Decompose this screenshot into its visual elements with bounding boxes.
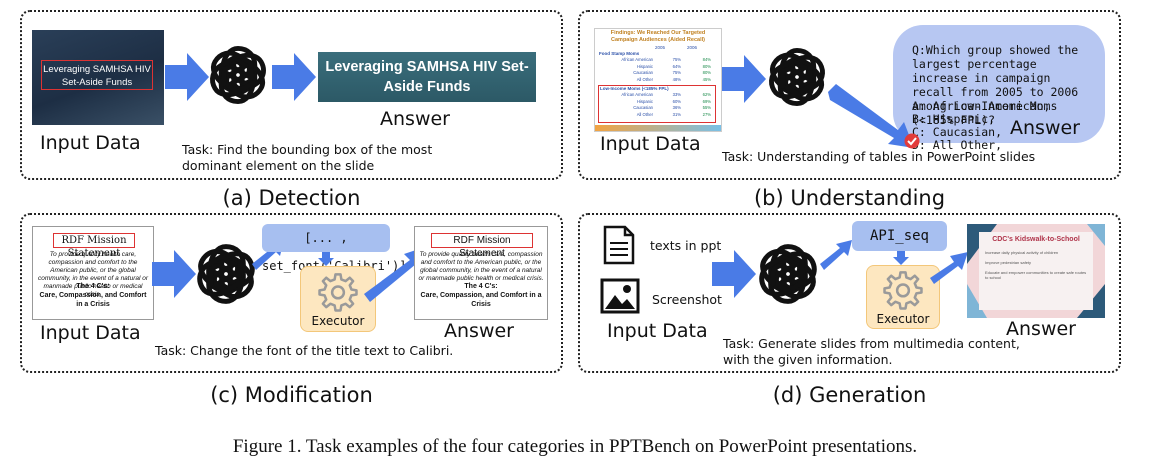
answer-title-text: Leveraging SAMHSA HIV Set-Aside Funds bbox=[325, 59, 529, 95]
slide-body-text: To provide quality health care, compassi… bbox=[37, 251, 149, 298]
arrow-down-icon bbox=[318, 252, 334, 266]
task-description: Task: Change the font of the title text … bbox=[155, 343, 454, 358]
caption-generation: (d) Generation bbox=[772, 383, 927, 407]
executor-label: Executor bbox=[311, 314, 365, 328]
arrow-right-icon bbox=[272, 53, 316, 101]
col-header: 2006 bbox=[687, 45, 698, 50]
answer-slide-thumbnail: CDC's Kidswalk-to-School Increase daily … bbox=[967, 224, 1105, 318]
table-slide-title: Findings: We Reached Our Targeted Campai… bbox=[610, 30, 706, 43]
text-input-label: texts in ppt bbox=[650, 238, 722, 253]
answer-label: Answer bbox=[380, 108, 450, 130]
figure-caption: Figure 1. Task examples of the four cate… bbox=[232, 436, 918, 457]
panel-understanding bbox=[578, 10, 1121, 180]
table-highlight-box bbox=[598, 85, 716, 123]
executor-label: Executor bbox=[876, 312, 930, 326]
answer-slide-thumbnail: RDF Mission Statement To provide quality… bbox=[414, 226, 548, 320]
slide-heading: The 4 C's: bbox=[76, 283, 110, 290]
slide-title-text: Leveraging SAMHSA HIV Set-Aside Funds bbox=[43, 64, 151, 88]
image-input-label: Screenshot bbox=[652, 292, 722, 307]
answer-slide-thumbnail: Leveraging SAMHSA HIV Set-Aside Funds bbox=[318, 52, 536, 102]
slide-bullet: Increase daily physical activity of chil… bbox=[985, 250, 1059, 255]
input-data-label: Input Data bbox=[600, 133, 701, 155]
arrow-diagonal-icon bbox=[828, 84, 914, 148]
table-slide-thumbnail: Findings: We Reached Our Targeted Campai… bbox=[594, 28, 722, 132]
arrow-up-right-icon bbox=[820, 240, 852, 270]
slide-title-highlight: Leveraging SAMHSA HIV Set-Aside Funds bbox=[41, 60, 153, 90]
input-data-label: Input Data bbox=[607, 320, 708, 342]
slide-bullet: Educate and empower communities to creat… bbox=[985, 270, 1087, 280]
check-icon bbox=[904, 133, 920, 149]
input-data-label: Input Data bbox=[40, 322, 141, 344]
task-description: Task: Understanding of tables in PowerPo… bbox=[722, 149, 1036, 164]
arrow-right-icon bbox=[152, 250, 196, 298]
arrow-down-icon bbox=[893, 251, 909, 265]
document-icon bbox=[603, 225, 635, 265]
arrow-up-right-icon bbox=[364, 246, 428, 302]
image-icon bbox=[600, 278, 640, 314]
slide-title-highlight: RDF Mission Statement bbox=[53, 233, 135, 259]
openai-logo-icon bbox=[752, 238, 824, 310]
arrow-right-icon bbox=[165, 53, 209, 101]
table-group-label: Food Stamp Moms bbox=[599, 51, 640, 56]
slide-subheading: Care, Compassion, and Comfort in a Crisi… bbox=[39, 292, 147, 308]
task-description: Task: Find the bounding box of the most … bbox=[182, 142, 433, 173]
col-header: 2005 bbox=[655, 45, 666, 50]
answer-label: Answer bbox=[1006, 318, 1076, 340]
panel-generation bbox=[578, 213, 1121, 373]
question-bubble bbox=[893, 25, 1105, 143]
arrow-up-right-icon bbox=[930, 252, 968, 284]
arrow-right-icon bbox=[712, 250, 756, 298]
openai-logo-icon bbox=[203, 40, 273, 110]
answer-label: Answer bbox=[1010, 117, 1080, 139]
slide-subheading: Care, Compassion, and Comfort in a Crisi… bbox=[420, 292, 542, 308]
caption-detection: (a) Detection bbox=[222, 186, 361, 210]
api-call-box: API_seq bbox=[852, 221, 947, 251]
executor-box: Executor bbox=[866, 265, 940, 329]
arrow-right-icon bbox=[722, 55, 766, 103]
panel-detection bbox=[20, 10, 563, 180]
question-text: Q:Which group showed the largest percent… bbox=[912, 43, 1079, 127]
caption-understanding: (b) Understanding bbox=[753, 186, 946, 210]
slide-bullet: Improve pedestrian safety bbox=[985, 260, 1032, 265]
input-data-label: Input Data bbox=[40, 132, 141, 154]
option-c: C: Caucasian, bbox=[912, 125, 1003, 139]
slide-title-text: CDC's Kidswalk-to-School bbox=[992, 236, 1080, 243]
slide-heading: The 4 C's: bbox=[464, 283, 498, 290]
gear-icon bbox=[882, 269, 924, 311]
slide-title-highlight: RDF Mission Statement bbox=[431, 233, 533, 259]
slide-body-text: To provide quality health care, compassi… bbox=[418, 251, 544, 282]
option-d: D: All Other, bbox=[912, 138, 1003, 152]
input-slide-thumbnail: RDF Mission Statement To provide quality… bbox=[32, 226, 154, 320]
gear-icon bbox=[317, 271, 359, 313]
option-a: A: African American, bbox=[912, 99, 1051, 113]
slide-content-card bbox=[979, 232, 1093, 310]
input-slide-thumbnail: Leveraging SAMHSA HIV Set-Aside Funds bbox=[32, 30, 164, 125]
caption-modification: (c) Modification bbox=[210, 383, 373, 407]
slide-footer-bar bbox=[595, 125, 721, 131]
api-call-text: API_seq bbox=[869, 228, 929, 244]
table-group-label: Low-Income Moms (<185% FPL) bbox=[600, 86, 669, 91]
panel-modification bbox=[20, 213, 563, 373]
executor-box: Executor bbox=[300, 266, 376, 332]
task-description: Task: Generate slides from multimedia co… bbox=[723, 336, 1020, 367]
answer-label: Answer bbox=[444, 320, 514, 342]
openai-logo-icon bbox=[762, 42, 832, 112]
option-b: B: Hispanic, bbox=[912, 112, 996, 126]
